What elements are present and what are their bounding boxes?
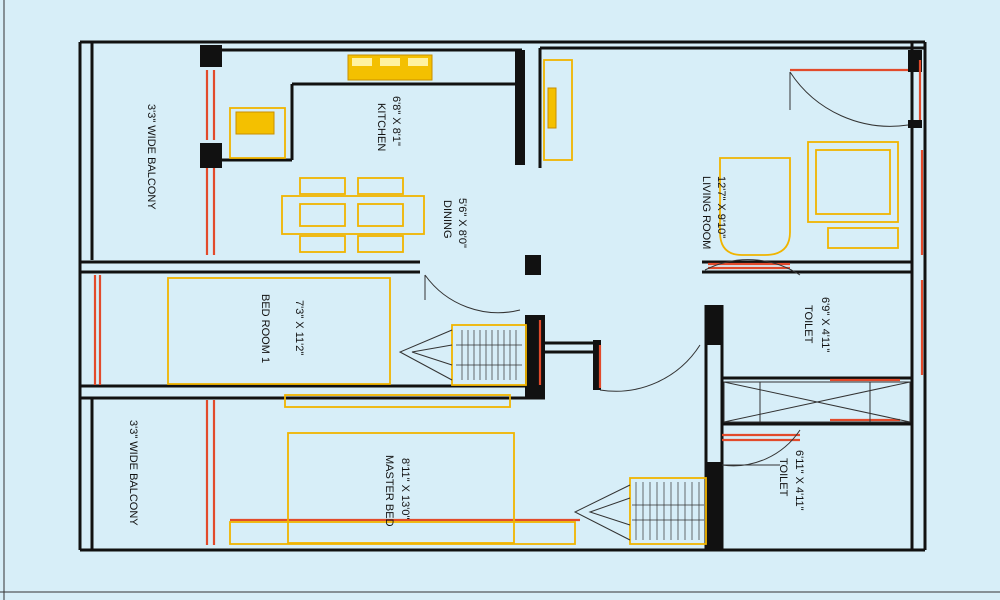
label-kitchen-size: 6'8" X 8'1": [390, 96, 402, 146]
label-toilet-2-size: 6'11" X 4'11": [793, 450, 805, 511]
label-living: LIVING ROOM: [700, 176, 712, 249]
sofa: [807, 141, 899, 223]
label-dining-size: 5'6" X 8'0": [456, 198, 468, 248]
label-toilet-1: TOILET: [802, 305, 814, 344]
dining-table: [281, 195, 425, 235]
room-labels: 3'3" WIDE BALCONY KITCHEN 6'8" X 8'1" DI…: [127, 96, 831, 527]
label-bed1-size: 7'3" X 11'2": [293, 300, 305, 355]
label-toilet-2: TOILET: [777, 458, 789, 497]
label-toilet-1-size: 6'9" X 4'11": [819, 297, 831, 352]
kitchen-sink: [229, 107, 286, 159]
side-table: [827, 227, 899, 249]
label-balcony-bottom: 3'3" WIDE BALCONY: [127, 420, 139, 526]
furniture: [167, 54, 911, 545]
doors: [424, 71, 909, 467]
label-master-size: 8'11" X 13'0": [399, 458, 411, 519]
bed1-dresser: [284, 394, 511, 408]
fridge: [543, 59, 573, 161]
label-master: MASTER BED: [383, 455, 395, 527]
duct-shaft: [723, 381, 911, 423]
wardrobe-1-hangers: [461, 330, 517, 380]
label-dining: DINING: [441, 200, 453, 239]
label-living-size: 12'7" X 9'10": [715, 176, 727, 238]
outer-walls: [78, 40, 927, 552]
wardrobe-master: [629, 477, 707, 545]
wardrobe-1: [451, 324, 527, 386]
bed-1: [167, 277, 391, 385]
interior-walls: [80, 45, 925, 550]
master-bed: [287, 432, 515, 544]
label-kitchen: KITCHEN: [375, 103, 387, 151]
label-balcony-top: 3'3" WIDE BALCONY: [145, 104, 157, 210]
label-bed1: BED ROOM 1: [259, 294, 271, 363]
armchair: [719, 157, 791, 256]
